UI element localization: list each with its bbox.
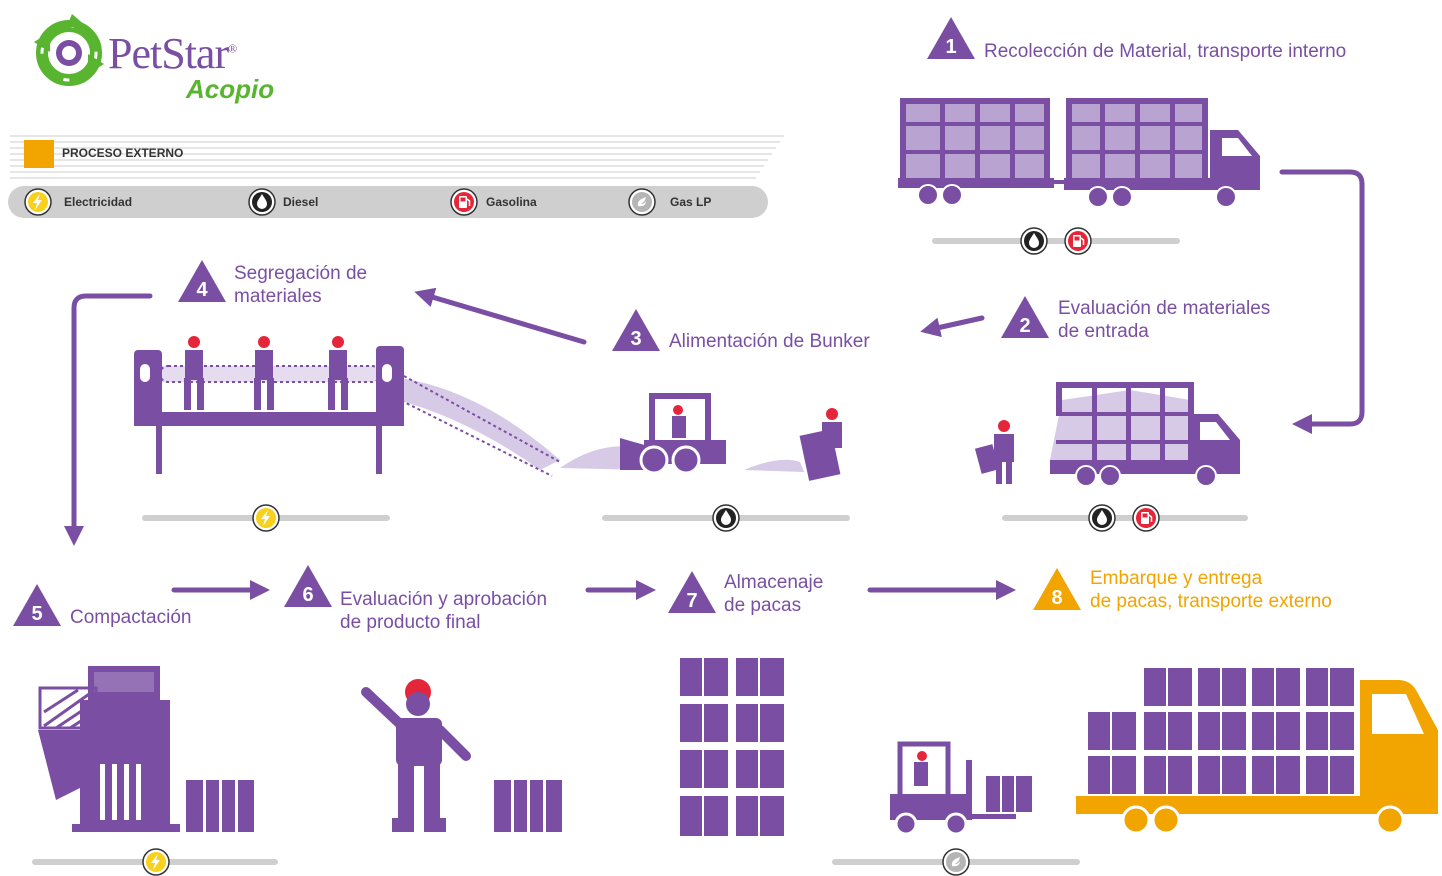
recycle-logo-icon <box>34 14 104 86</box>
sorting-conveyor-icon <box>134 336 561 477</box>
inspector-icon <box>361 679 562 832</box>
brand-name: PetStar® <box>108 29 237 78</box>
drop-icon <box>1020 227 1048 255</box>
fuel-pump-icon <box>450 188 478 216</box>
step-2-energy-bar <box>1002 515 1248 521</box>
legend-electricidad-label: Electricidad <box>64 195 133 209</box>
legend-gas-lp-label: Gas LP <box>670 195 712 209</box>
step-6-badge: 6 <box>284 565 332 607</box>
drop-icon <box>248 188 276 216</box>
inspection-truck-icon <box>974 382 1240 487</box>
lightning-icon <box>24 188 52 216</box>
front-loader-icon <box>560 393 842 481</box>
arrow-2-to-3 <box>920 315 985 338</box>
step-3-title: Alimentación de Bunker <box>669 331 870 352</box>
step-5-title: Compactación <box>70 607 192 628</box>
legend-gasolina-label: Gasolina <box>486 195 537 209</box>
svg-text:2: 2 <box>1019 315 1030 337</box>
legend-diesel <box>248 188 276 221</box>
forklift-icon <box>890 741 1032 836</box>
fuel-pump-icon <box>1064 227 1092 255</box>
legend-gasolina <box>450 188 478 221</box>
svg-text:1: 1 <box>945 36 956 58</box>
gas-flame-icon <box>628 188 656 216</box>
step-7-badge: 7 <box>668 571 716 613</box>
compactor-icon <box>38 666 254 832</box>
step-2-badge: 2 <box>1001 296 1049 338</box>
collection-truck-icon <box>898 98 1260 208</box>
step-4-badge: 4 <box>178 260 226 302</box>
legend-backdrop <box>8 135 784 218</box>
lightning-icon <box>142 848 170 876</box>
delivery-truck-icon <box>1076 668 1438 835</box>
step-3-badge: 3 <box>612 309 660 351</box>
svg-text:5: 5 <box>31 603 42 625</box>
external-process-label: PROCESO EXTERNO <box>62 146 184 160</box>
step-1-energy-bar <box>932 238 1180 244</box>
drop-icon <box>1088 504 1116 532</box>
lightning-icon <box>252 504 280 532</box>
svg-text:6: 6 <box>302 584 313 606</box>
fuel-pump-icon <box>1132 504 1160 532</box>
external-process-swatch <box>24 140 54 168</box>
arrow-3-to-4 <box>414 287 587 345</box>
drop-icon <box>712 504 740 532</box>
brand-sub: Acopio <box>186 74 275 104</box>
legend-gas-lp <box>628 188 656 221</box>
step-8-badge: 8 <box>1033 568 1081 610</box>
step-1-badge: 1 <box>927 17 975 59</box>
gas-flame-icon <box>942 848 970 876</box>
step-5-badge: 5 <box>13 584 61 626</box>
legend-electricidad <box>24 188 52 221</box>
svg-text:3: 3 <box>630 328 641 350</box>
arrow-4-to-5 <box>64 293 153 546</box>
step-1-title: Recolección de Material, transporte inte… <box>984 41 1347 62</box>
legend-diesel-label: Diesel <box>283 195 319 209</box>
svg-text:8: 8 <box>1051 587 1062 609</box>
bale-storage-icon <box>680 658 784 836</box>
arrow-1-to-2 <box>1279 169 1365 434</box>
svg-text:4: 4 <box>196 279 208 301</box>
svg-text:7: 7 <box>686 590 697 612</box>
